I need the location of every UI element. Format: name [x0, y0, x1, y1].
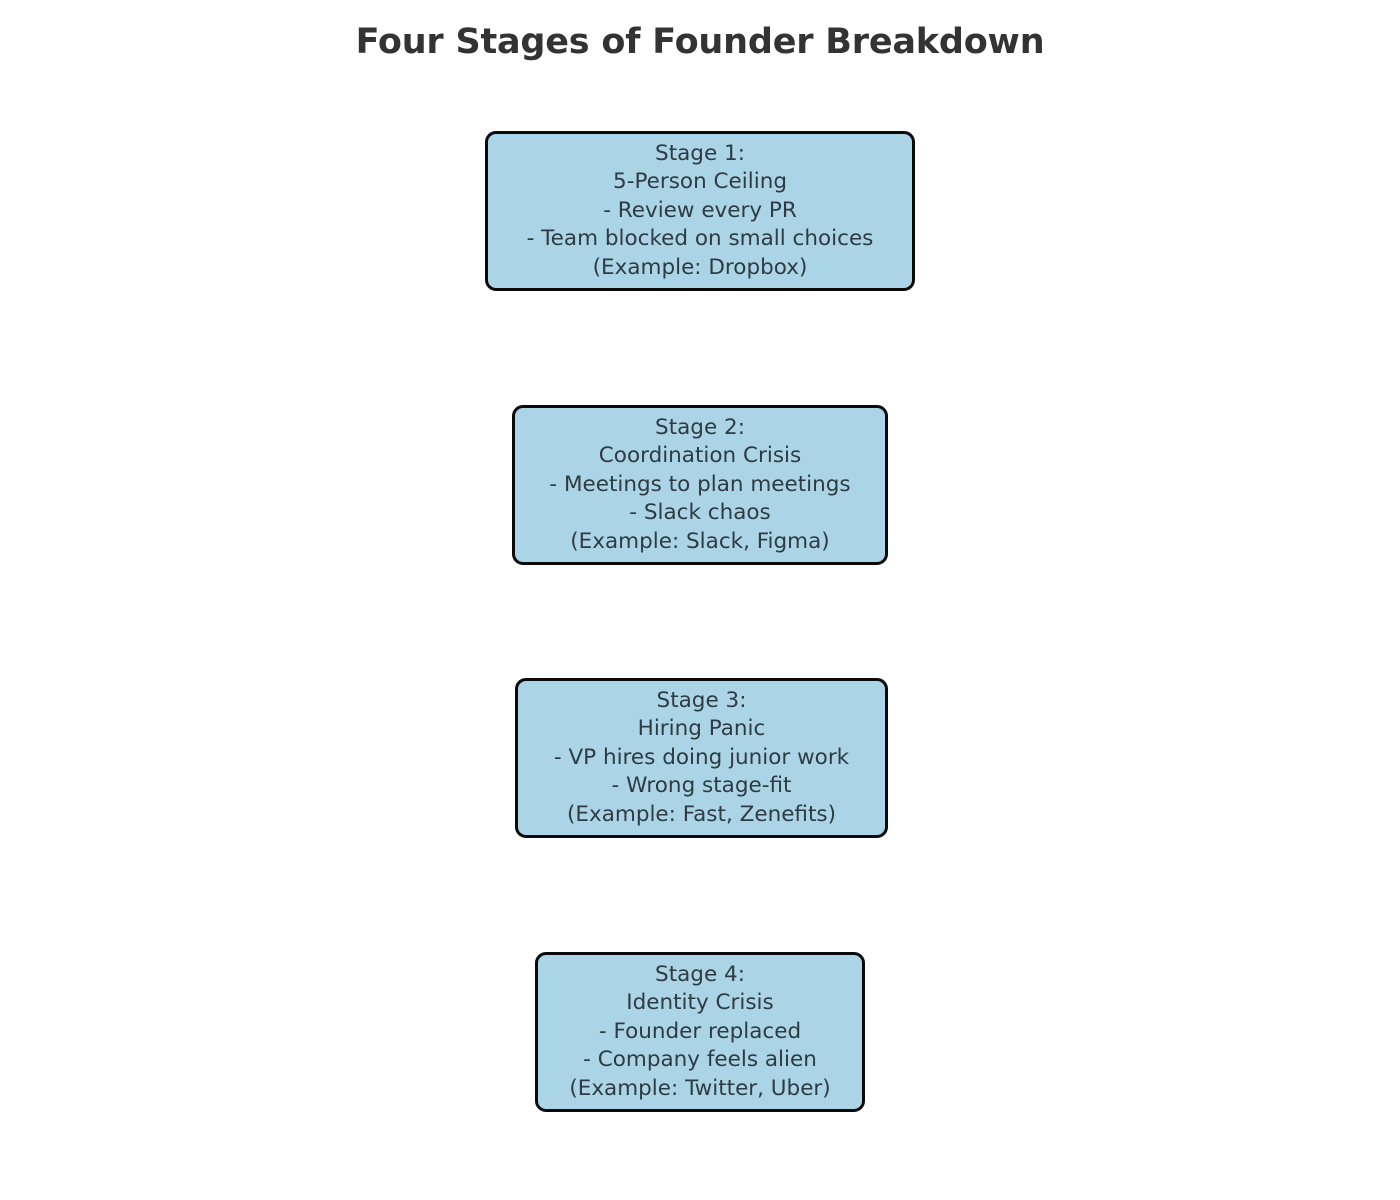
stage-node-3[interactable]: Stage 3: Hiring Panic - VP hires doing j…: [515, 678, 888, 838]
stage-node-4-line-2: Identity Crisis: [626, 990, 774, 1016]
stage-node-2-line-4: - Slack chaos: [629, 500, 771, 526]
stage-node-2-line-5: (Example: Slack, Figma): [570, 528, 830, 554]
stage-node-4-line-1: Stage 4:: [655, 961, 745, 987]
stage-node-1-line-5: (Example: Dropbox): [592, 254, 808, 280]
stage-node-1-line-3: - Review every PR: [603, 197, 797, 223]
stage-node-2-line-1: Stage 2:: [655, 414, 745, 440]
stage-node-3-line-1: Stage 3:: [656, 687, 747, 713]
stage-node-2-line-3: - Meetings to plan meetings: [549, 471, 851, 497]
stage-node-3-line-3: - VP hires doing junior work: [553, 744, 850, 770]
stage-node-1[interactable]: Stage 1: 5-Person Ceiling - Review every…: [485, 131, 915, 291]
stage-node-3-line-5: (Example: Fast, Zenefits): [567, 801, 836, 827]
stage-node-4-line-5: (Example: Twitter, Uber): [569, 1075, 831, 1101]
page-title: Four Stages of Founder Breakdown: [355, 22, 1045, 62]
stage-node-3-line-2: Hiring Panic: [637, 716, 766, 742]
stage-node-3-line-4: - Wrong stage-fit: [611, 773, 792, 799]
stage-node-1-line-1: Stage 1:: [655, 140, 745, 166]
stage-node-1-line-4: - Team blocked on small choices: [526, 226, 874, 252]
stage-node-4[interactable]: Stage 4: Identity Crisis - Founder repla…: [535, 952, 865, 1112]
stage-node-2[interactable]: Stage 2: Coordination Crisis - Meetings …: [512, 405, 888, 565]
stage-node-2-line-2: Coordination Crisis: [598, 443, 802, 469]
stage-node-4-line-3: - Founder replaced: [598, 1018, 802, 1044]
stage-node-4-line-4: - Company feels alien: [583, 1047, 817, 1073]
stage-node-1-line-2: 5-Person Ceiling: [613, 169, 787, 195]
